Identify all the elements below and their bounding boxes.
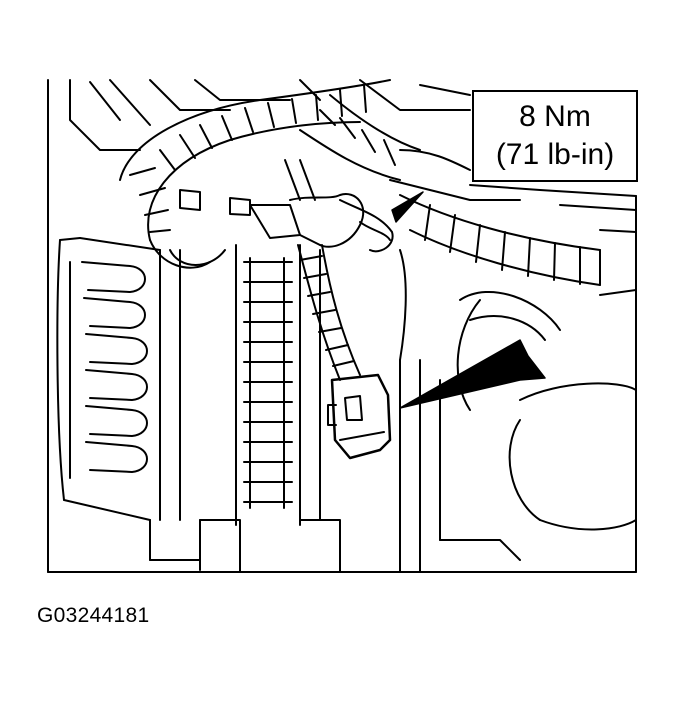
arrow-icon bbox=[391, 191, 424, 223]
lower-connector bbox=[327, 373, 392, 460]
connector-cable bbox=[297, 244, 361, 381]
engine-background bbox=[69, 79, 637, 211]
wiring-harness-conduit bbox=[119, 79, 637, 296]
figure-id-label: G03244181 bbox=[37, 604, 150, 627]
torque-callout: 8 Nm (71 lb-in) bbox=[472, 90, 638, 182]
arrow-icon bbox=[399, 339, 546, 409]
alternator-body bbox=[56, 237, 241, 573]
right-housing bbox=[399, 249, 637, 573]
torque-metric-label: 8 Nm bbox=[519, 100, 591, 133]
terminal-connector-upper bbox=[179, 159, 394, 253]
torque-imperial-label: (71 lb-in) bbox=[495, 138, 615, 171]
rectifier-plates bbox=[235, 244, 341, 573]
frame-lines bbox=[47, 79, 637, 573]
